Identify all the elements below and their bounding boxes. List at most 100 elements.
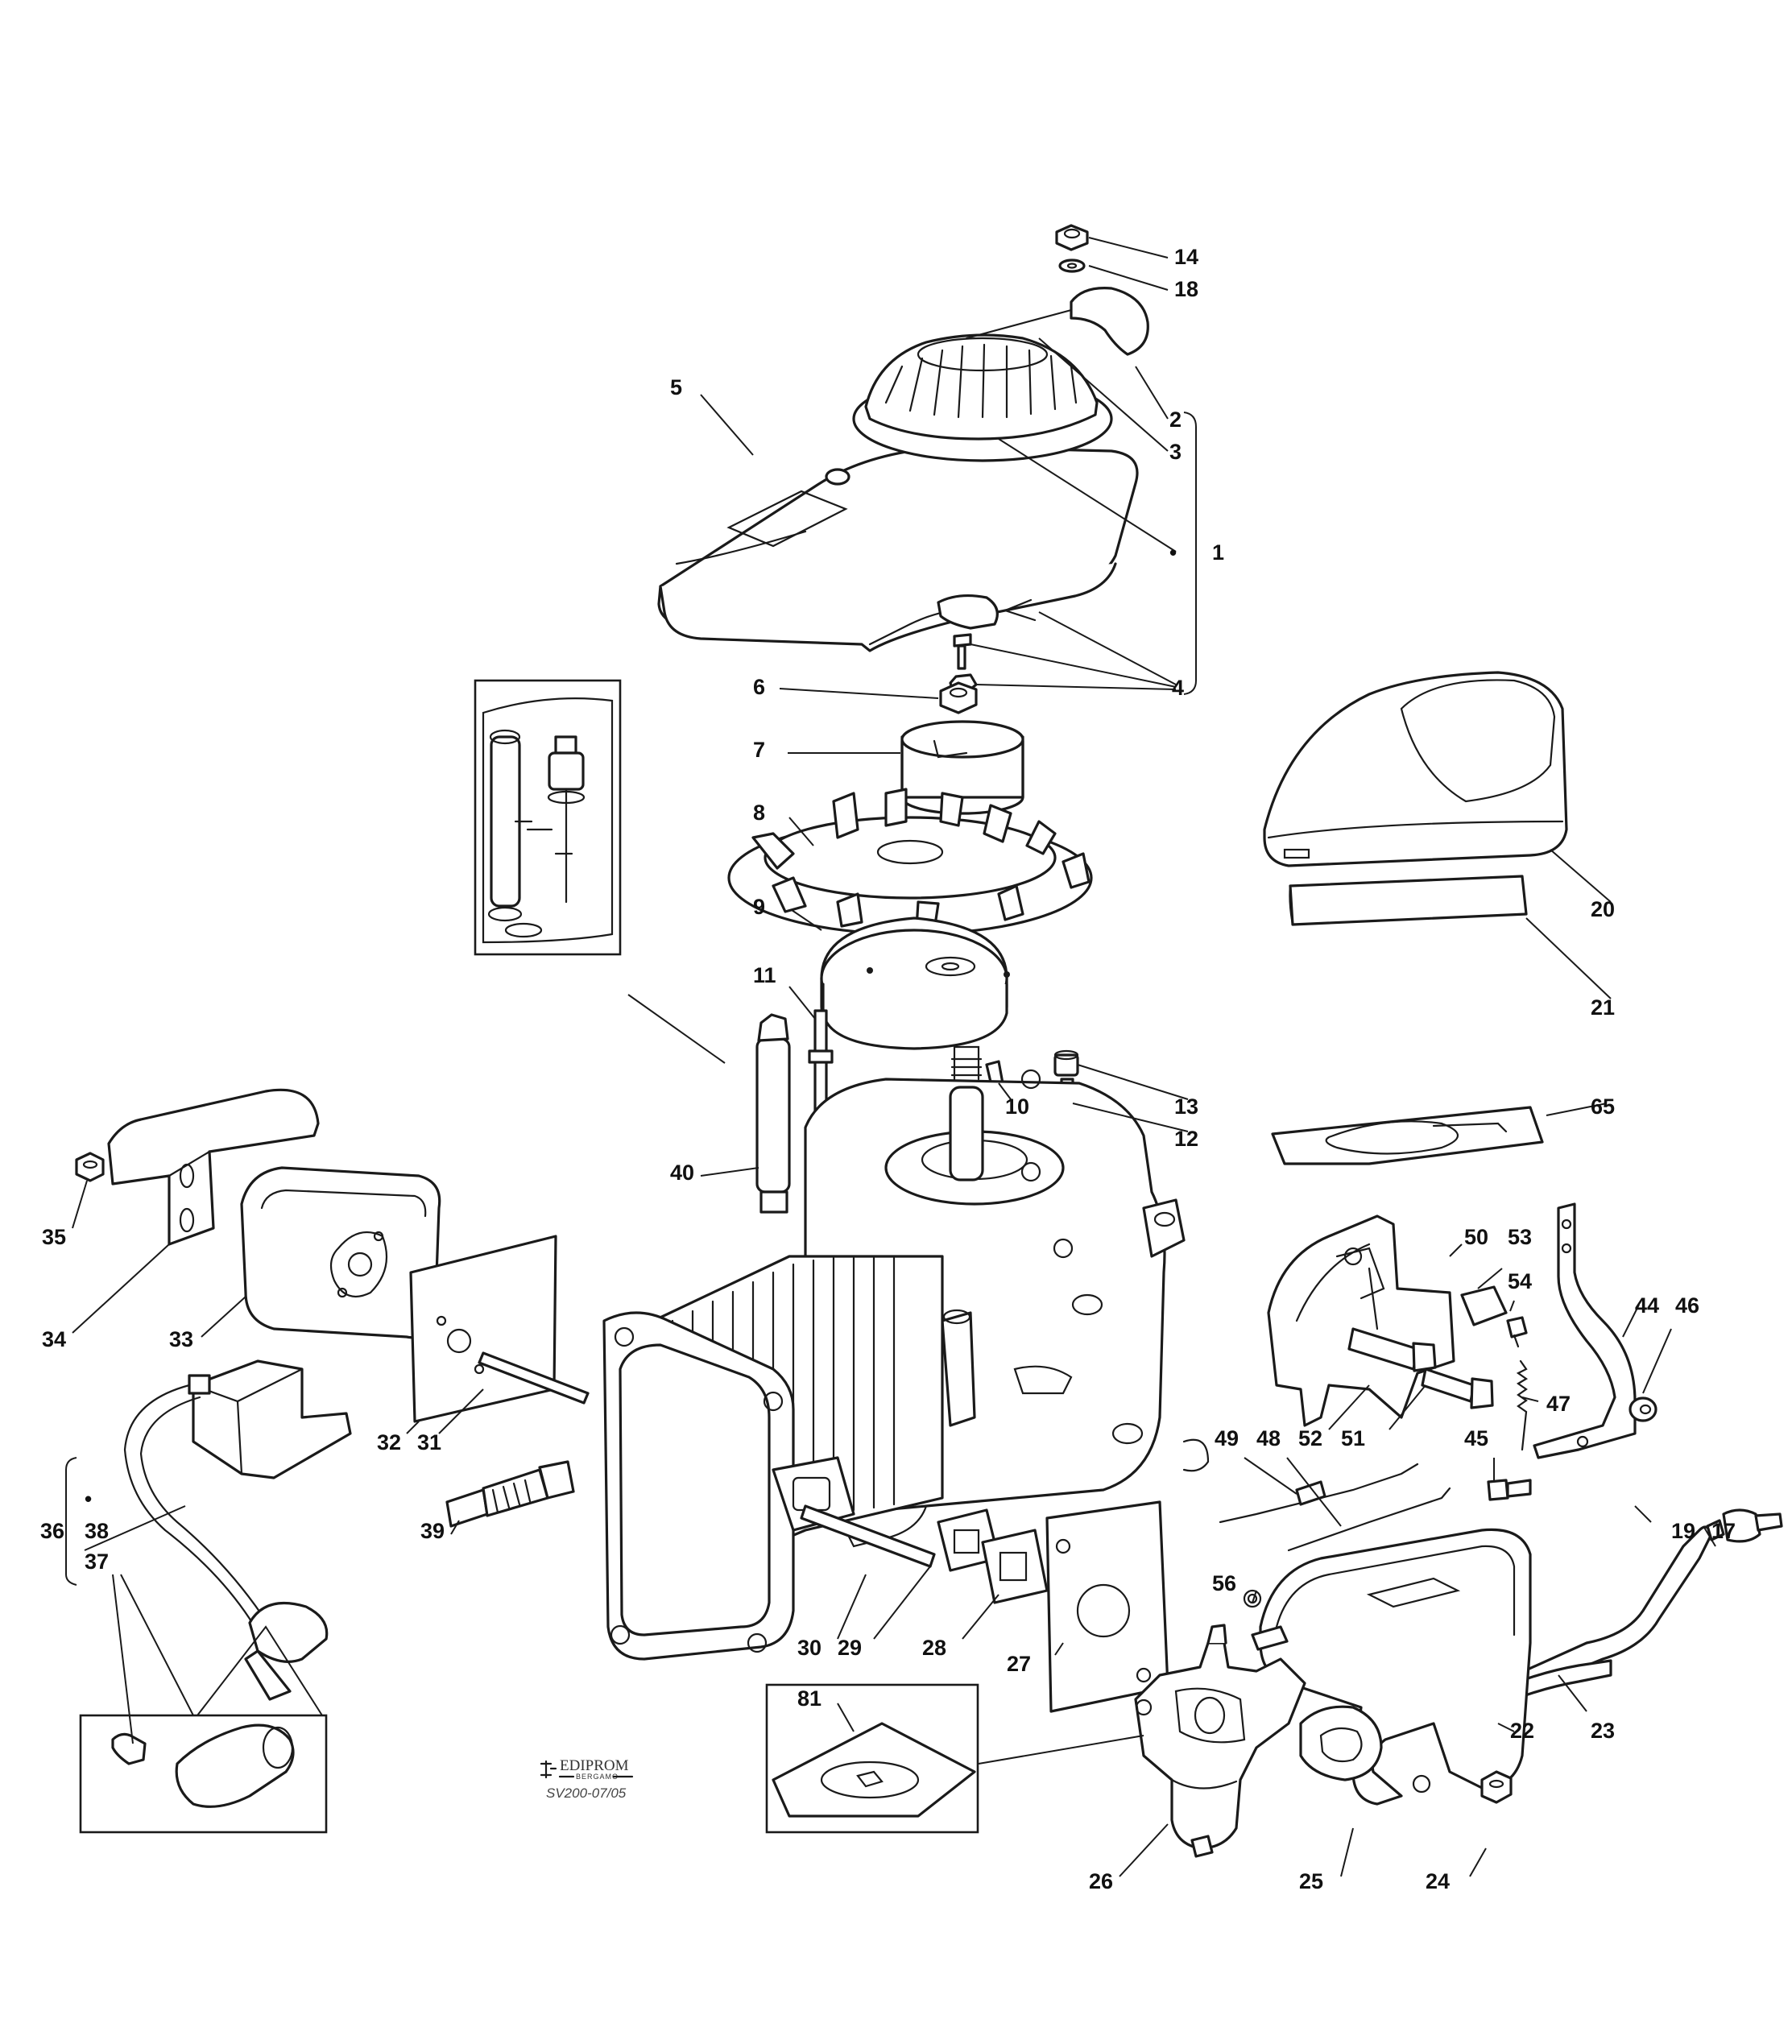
engine-block — [602, 1045, 1210, 1661]
callout-27: 27 — [1007, 1652, 1031, 1676]
carburetor-gasket — [981, 1529, 1049, 1604]
callout-51: 51 — [1341, 1426, 1365, 1450]
callout-14: 14 — [1174, 245, 1198, 269]
group-bracket-36 — [65, 1457, 77, 1586]
callout-2: 2 — [1169, 408, 1182, 432]
callout-5: 5 — [670, 375, 682, 399]
callout-3: 3 — [1169, 440, 1182, 464]
muffler — [240, 1166, 441, 1339]
callout-34: 34 — [42, 1327, 66, 1351]
intake-manifold — [1259, 1528, 1532, 1806]
callout-40: 40 — [670, 1161, 694, 1185]
callout-56: 56 — [1212, 1571, 1236, 1595]
callout-50: 50 — [1464, 1225, 1488, 1249]
callout-33: 33 — [169, 1327, 193, 1351]
callout-6: 6 — [753, 675, 765, 699]
callout-18: 18 — [1174, 277, 1198, 301]
governor-arm-44 — [1533, 1202, 1637, 1459]
starter-handle — [965, 287, 1149, 356]
callout-28: 28 — [922, 1636, 946, 1660]
washer-18 — [1058, 259, 1086, 273]
sleeve-13 — [1053, 1049, 1079, 1077]
plug-cap-inset — [79, 1714, 328, 1834]
callout-12: 12 — [1174, 1127, 1198, 1151]
callout-49: 49 — [1215, 1426, 1239, 1450]
callout-17: 17 — [1711, 1519, 1736, 1543]
callout-35: 35 — [42, 1225, 66, 1249]
hose-clamp-56 — [1243, 1589, 1262, 1608]
clip-53 — [1460, 1285, 1508, 1326]
ediprom-logo: EDIPROM BERGAMO SV200-07/05 — [540, 1757, 634, 1801]
callout-52: 52 — [1298, 1426, 1322, 1450]
nut-14 — [1055, 224, 1089, 251]
bushing-46 — [1629, 1396, 1657, 1422]
callout-32: 32 — [377, 1430, 401, 1454]
dot-36: • — [85, 1487, 92, 1511]
callout-labels: 14 18 5 2 3 • 1 4 6 7 8 9 20 21 11 10 13… — [40, 245, 1736, 1893]
callout-8: 8 — [753, 801, 765, 825]
logo-city: BERGAMO — [576, 1773, 619, 1781]
callout-81: 81 — [797, 1686, 822, 1711]
callout-54: 54 — [1508, 1269, 1532, 1293]
callout-7: 7 — [753, 738, 765, 762]
callout-9: 9 — [753, 895, 765, 919]
dot-1: • — [1169, 540, 1177, 565]
callout-23: 23 — [1591, 1719, 1615, 1743]
spark-plug — [445, 1460, 575, 1528]
callout-48: 48 — [1256, 1426, 1281, 1450]
callout-45: 45 — [1464, 1426, 1488, 1450]
ignition-coil — [123, 1359, 352, 1701]
carb-kit-inset — [765, 1683, 979, 1834]
callout-25: 25 — [1299, 1869, 1323, 1893]
callout-21: 21 — [1591, 995, 1615, 1020]
dipstick-tube — [755, 1013, 791, 1214]
heat-shield-gasket — [1045, 1500, 1169, 1713]
intake-gasket-25 — [1299, 1705, 1383, 1781]
callout-11: 11 — [753, 963, 776, 987]
spring-47 — [1516, 1359, 1529, 1451]
logo-brand: EDIPROM — [560, 1757, 629, 1774]
pawl-kit-4 — [937, 594, 1037, 694]
callout-20: 20 — [1591, 897, 1615, 921]
air-filter-cover — [1263, 671, 1568, 867]
callout-30: 30 — [797, 1636, 822, 1660]
callout-24: 24 — [1426, 1869, 1450, 1893]
governor-bracket — [1267, 1214, 1455, 1427]
callout-38: 38 — [85, 1519, 109, 1543]
callout-26: 26 — [1089, 1869, 1113, 1893]
screw-45 — [1487, 1479, 1532, 1501]
callout-44: 44 — [1635, 1293, 1659, 1318]
callout-10: 10 — [1005, 1094, 1029, 1119]
cooling-fan — [727, 788, 1093, 936]
callout-39: 39 — [420, 1519, 445, 1543]
callout-53: 53 — [1508, 1225, 1532, 1249]
callout-36: 36 — [40, 1519, 64, 1543]
callout-37: 37 — [85, 1550, 109, 1574]
gasket-kit-65 — [1271, 1106, 1544, 1165]
group-bracket-1 — [1183, 412, 1197, 695]
nut-35 — [75, 1152, 105, 1182]
callout-29: 29 — [838, 1636, 862, 1660]
governor-bolt-51 — [1421, 1367, 1494, 1409]
fuel-valve-17 — [1706, 1508, 1783, 1543]
nut-24 — [1480, 1770, 1513, 1804]
callout-47: 47 — [1546, 1392, 1571, 1416]
drawing-code: SV200-07/05 — [546, 1785, 627, 1801]
callout-19: 19 — [1671, 1519, 1695, 1543]
blower-housing — [657, 445, 1139, 652]
link-rod-48 — [1287, 1487, 1451, 1552]
link-rod-49 — [1219, 1463, 1419, 1524]
callout-31: 31 — [417, 1430, 441, 1454]
dipstick-inset — [474, 679, 622, 956]
screw-54 — [1506, 1316, 1528, 1348]
air-filter-element — [1289, 875, 1528, 926]
leader-lines — [72, 237, 1716, 1877]
muffler-guard — [107, 1088, 320, 1246]
callout-65: 65 — [1591, 1094, 1615, 1119]
callout-13: 13 — [1174, 1094, 1198, 1119]
starter-cup — [852, 333, 1113, 462]
governor-lever-bolt — [1347, 1327, 1437, 1372]
callout-46: 46 — [1675, 1293, 1699, 1318]
callout-4: 4 — [1172, 676, 1184, 700]
